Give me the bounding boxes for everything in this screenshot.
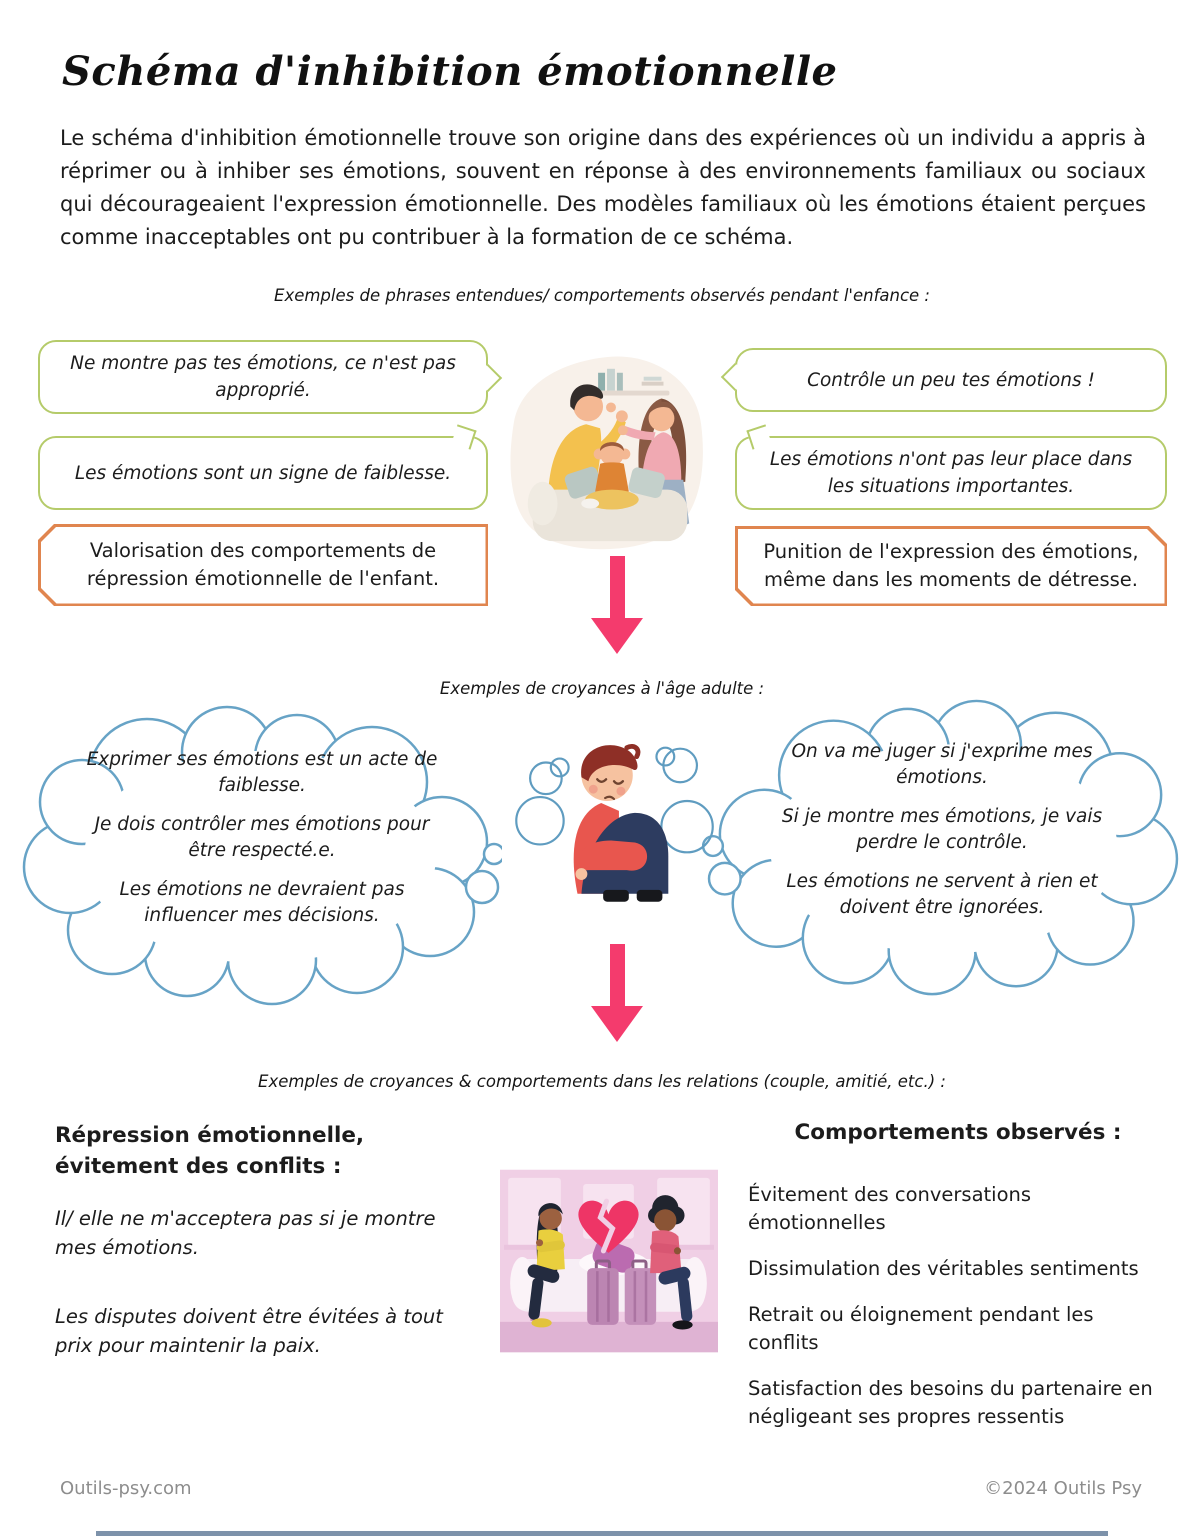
speech-bubble-text: Ne montre pas tes émotions, ce n'est pas…	[70, 353, 456, 401]
speech-bubble-text: Contrôle un peu tes émotions !	[807, 369, 1095, 391]
thought-cloud-left: Exprimer ses émotions est un acte de fai…	[22, 702, 502, 1014]
down-arrow-icon	[591, 556, 643, 654]
speech-bubble: Les émotions sont un signe de faiblesse.	[38, 424, 488, 510]
relations-belief-text: Il/ elle ne m'acceptera pas si je montre…	[55, 1207, 436, 1259]
speech-bubble-tail	[473, 364, 503, 393]
speech-bubble-tail	[451, 424, 477, 450]
relations-left-heading: Répression émotionnelle, évitement des c…	[55, 1123, 365, 1179]
observed-behavior-item: Retrait ou éloignement pendant les confl…	[748, 1303, 1094, 1354]
relations-left-column: Répression émotionnelle, évitement des c…	[55, 1120, 475, 1360]
behavior-box-fill	[41, 527, 486, 604]
behavior-box-fill	[738, 529, 1165, 604]
bookshelf	[592, 368, 670, 396]
thought-trail-circles	[515, 746, 714, 854]
adult-section-label: Exemples de croyances à l'âge adulte :	[439, 679, 765, 698]
thought-cloud-text: Exprimer ses émotions est un acte de fai…	[75, 736, 449, 939]
page-title: Schéma d'inhibition émotionnelle	[62, 48, 838, 95]
speech-bubble: Ne montre pas tes émotions, ce n'est pas…	[38, 340, 503, 414]
relations-right-heading: Comportements observés :	[794, 1120, 1122, 1145]
broken-heart-icon	[578, 1198, 639, 1254]
arrow-stem	[609, 944, 625, 1006]
relations-section-label: Exemples de croyances & comportements da…	[258, 1072, 946, 1091]
footer-divider-bar	[96, 1531, 1108, 1536]
intro-paragraph: Le schéma d'inhibition émotionnelle trou…	[60, 126, 1146, 249]
couple-breakup-illustration	[500, 1169, 718, 1353]
thought-cloud-right: On va me juger si j'exprime mes émotions…	[702, 696, 1182, 1004]
suitcases	[587, 1259, 657, 1325]
family-scolding-illustration	[510, 356, 703, 550]
arrow-stem	[609, 556, 625, 618]
woman-figure	[527, 1203, 565, 1328]
man-figure	[648, 1195, 693, 1330]
footer-site-name: Outils-psy.com	[60, 1478, 192, 1499]
belief-text: Les émotions ne servent à rien et doiven…	[786, 870, 1098, 918]
speech-bubble-tail	[720, 362, 750, 391]
behavior-box: Punition de l'expression des émotions, m…	[735, 526, 1167, 606]
child-figure	[581, 442, 639, 510]
speech-bubble: Contrôle un peu tes émotions !	[720, 348, 1167, 412]
arrow-head	[591, 1006, 643, 1042]
belief-text: Si je montre mes émotions, je vais perdr…	[781, 805, 1103, 853]
footer-copyright: ©2024 Outils Psy	[984, 1478, 1142, 1499]
childhood-right-column: Contrôle un peu tes émotions ! Les émoti…	[720, 348, 1167, 606]
thought-cloud-outline	[702, 699, 1179, 996]
down-arrow-icon	[591, 944, 643, 1042]
speech-bubble-text: Les émotions n'ont pas leur place dans l…	[769, 449, 1133, 497]
thought-cloud-outline	[22, 705, 502, 1006]
belief-text: Je dois contrôler mes émotions pour être…	[94, 813, 430, 861]
sad-man-figure	[573, 743, 669, 902]
relations-right-column: Comportements observés : Évitement des c…	[748, 1120, 1168, 1431]
belief-text: Les émotions ne devraient pas influencer…	[119, 878, 405, 926]
childhood-left-column: Ne montre pas tes émotions, ce n'est pas…	[38, 340, 503, 606]
relations-belief-text: Les disputes doivent être évitées à tout…	[55, 1305, 443, 1357]
arrow-head	[591, 618, 643, 654]
observed-behavior-item: Évitement des conversations émotionnelle…	[748, 1183, 1032, 1234]
speech-bubble: Les émotions n'ont pas leur place dans l…	[735, 424, 1167, 510]
sad-man-illustration	[515, 743, 714, 902]
behavior-box: Valorisation des comportements de répres…	[38, 524, 488, 606]
childhood-section-label: Exemples de phrases entendues/ comportem…	[274, 286, 930, 305]
couch	[527, 466, 688, 542]
speech-bubble-text: Les émotions sont un signe de faiblesse.	[74, 462, 452, 484]
behavior-box-text: Punition de l'expression des émotions, m…	[763, 540, 1139, 591]
observed-behavior-item: Dissimulation des véritables sentiments	[748, 1257, 1139, 1280]
observed-behavior-item: Satisfaction des besoins du partenaire e…	[748, 1377, 1153, 1428]
belief-text: Exprimer ses émotions est un acte de fai…	[86, 748, 438, 796]
thought-cloud-text: On va me juger si j'exprime mes émotions…	[755, 730, 1129, 930]
behavior-box-text: Valorisation des comportements de répres…	[86, 539, 440, 590]
belief-text: On va me juger si j'exprime mes émotions…	[791, 740, 1093, 788]
